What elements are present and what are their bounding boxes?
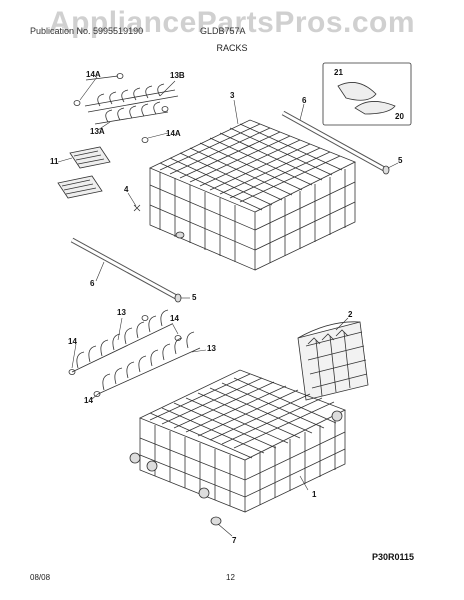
callout-14a-mid: 14A [166, 129, 181, 138]
callout-14a-top: 14A [86, 70, 101, 79]
upper-rack-3 [149, 119, 356, 271]
callout-14-right: 14 [170, 314, 179, 323]
footer-page-number: 12 [226, 573, 235, 582]
callout-14-bottom: 14 [84, 396, 93, 405]
screw-4 [133, 204, 185, 239]
model-code: GLDB757A [200, 26, 246, 36]
callout-13-left: 13 [117, 308, 126, 317]
rack-rail-top [281, 110, 390, 175]
section-title: RACKS [216, 43, 248, 53]
footer-date: 08/08 [30, 573, 51, 582]
callout-2: 2 [348, 310, 353, 319]
inset-box [322, 62, 412, 126]
callout-20: 20 [395, 112, 404, 121]
diagram-code: P30R0115 [372, 552, 415, 562]
callout-13b: 13B [170, 71, 185, 80]
callout-13a: 13A [90, 127, 105, 136]
callout-6-bottom: 6 [90, 279, 95, 288]
tine-row-13 [68, 309, 201, 397]
callout-3: 3 [230, 91, 235, 100]
callout-5-bottom: 5 [192, 293, 197, 302]
callout-1: 1 [312, 490, 317, 499]
cup-shelf-11 [57, 146, 111, 199]
callout-4: 4 [124, 185, 129, 194]
callout-5-top: 5 [398, 156, 403, 165]
silverware-basket-2 [297, 321, 369, 401]
callout-13-right: 13 [207, 344, 216, 353]
watermark-text: AppliancePartsPros.com [48, 6, 416, 39]
callout-7: 7 [232, 536, 237, 545]
leader-lines [57, 76, 399, 537]
callout-11: 11 [50, 157, 59, 166]
tine-row-13b [73, 73, 179, 143]
lower-rack-1 [129, 369, 346, 526]
publication-number: Publication No. 5995519190 [30, 26, 144, 36]
callout-21: 21 [334, 68, 343, 77]
callout-6-top: 6 [302, 96, 307, 105]
callout-14-left: 14 [68, 337, 77, 346]
rack-rail-bottom [70, 237, 182, 303]
